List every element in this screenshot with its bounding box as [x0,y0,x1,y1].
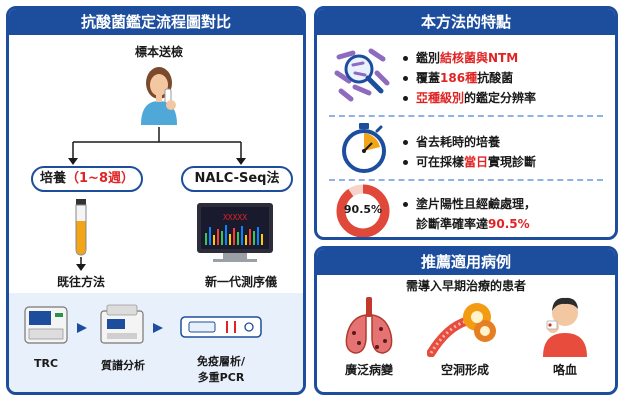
workflow-comparison-panel: 抗酸菌鑑定流程圖對比 標本送檢 培養（1~8週） NALC-Seq法 XXXXX [6,6,306,395]
culture-tube-icon [75,199,87,256]
method-ms-label: 質譜分析 [101,359,145,372]
immunochromatography-strip-icon [180,316,262,338]
feature-smear-positive: 塗片陽性且經鹼處理， [403,195,536,212]
method-immuno-label: 免疫層析/ [196,355,246,368]
feature-subspecies-resolution: 亞種級別的鑑定分辨率 [403,89,536,106]
features-divider-1 [329,115,603,117]
recommended-cases-subtitle: 需導入早期治療的患者 [405,279,526,293]
feature-same-day-diagnosis: 可在採樣當日實現診斷 [403,153,536,170]
recommended-cases-panel: 推薦適用病例 需導入早期治療的患者 廣泛病變 空洞形成 咯血 [314,246,618,395]
accuracy-donut-chart [336,184,390,237]
step-arrow-icon-2 [153,323,163,333]
features-divider-2 [329,179,603,181]
mass-spectrometer-icon [100,304,144,344]
method-pcr-label: 多重PCR [197,371,245,384]
trc-machine-icon [24,306,68,344]
ngs-label: 新一代測序儀 [204,275,277,289]
svg-text:XXXXX: XXXXX [223,213,247,222]
specimen-label: 標本送檢 [134,45,183,59]
flow-connectors [68,127,246,271]
hemoptysis-patient-icon [543,297,587,357]
patient-specimen-icon [141,67,177,125]
accuracy-donut-label: 90.5% [343,203,383,216]
cavity-formation-icon [427,303,496,357]
case-cavity-label: 空洞形成 [440,363,489,377]
features-panel: 本方法的特點 鑑別結核菌與NTM 覆蓋186種抗酸菌 亞種級別的鑑定分辨率 省去… [314,6,618,240]
feature-species-coverage: 覆蓋186種抗酸菌 [403,69,513,86]
case-extensive-lesion-label: 廣泛病變 [344,363,393,377]
stopwatch-icon [342,123,386,173]
bacteria-magnifier-icon [334,48,390,102]
case-hemoptysis-label: 咯血 [552,363,577,377]
nalc-step-box: NALC-Seq法 [181,166,293,192]
culture-step-box: 培養（1~8週） [31,166,143,192]
method-trc-label: TRC [33,357,59,370]
feature-species-identification: 鑑別結核菌與NTM [403,49,518,66]
features-panel-title: 本方法的特點 [317,9,615,35]
traditional-method-label: 既往方法 [56,275,105,289]
workflow-panel-title: 抗酸菌鑑定流程圖對比 [9,9,303,35]
ngs-sequencer-icon: XXXXX [197,203,273,262]
feature-accuracy: 診斷準確率達90.5% [416,217,530,231]
feature-skip-culture: 省去耗時的培養 [403,133,500,150]
nalc-step-label: NALC-Seq法 [194,171,280,186]
step-arrow-icon [77,323,87,333]
culture-step-label: （1~8週） [66,171,134,186]
recommended-cases-title: 推薦適用病例 [317,249,615,275]
lungs-icon [345,297,393,354]
accuracy-donut-arc [336,184,390,237]
